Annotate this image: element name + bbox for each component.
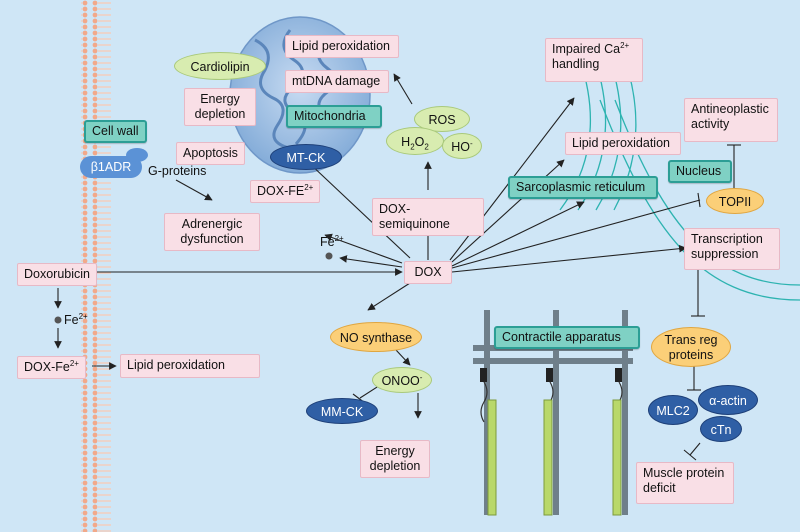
onoo-oval: ONOO-: [372, 367, 432, 393]
dox-fe-left-label: DOX-Fe: [24, 360, 70, 374]
mt-ck-label: MT-CK: [286, 151, 326, 165]
cardiolipin-label: Cardiolipin: [190, 60, 250, 74]
sarcoplasmic-reticulum-label: Sarcoplasmic reticulum: [516, 180, 646, 194]
antineoplastic-label-1: Antineoplastic: [691, 102, 769, 116]
dox-semiquinone-box: DOX-semiquinone: [372, 198, 484, 236]
fe-dot-left: [54, 316, 62, 324]
nucleus-box: Nucleus: [668, 160, 732, 183]
apoptosis-label: Apoptosis: [183, 146, 238, 160]
dox-semiquinone-label: DOX-semiquinone: [379, 202, 450, 231]
ho-oval: HO-: [442, 133, 482, 159]
contractile-apparatus-box: Contractile apparatus: [494, 326, 640, 349]
impaired-ca-label-1: Impaired Ca: [552, 42, 621, 56]
mm-ck-oval: MM-CK: [306, 398, 378, 424]
ctn-label: cTn: [710, 423, 732, 437]
cardiolipin-oval: Cardiolipin: [174, 52, 266, 80]
h2o2-sub1: 2: [410, 142, 415, 152]
onoo-label: ONOO: [381, 374, 420, 388]
ho-charge: -: [470, 138, 473, 148]
ctn-oval: cTn: [700, 416, 742, 442]
transcription-label-2: suppression: [691, 247, 759, 261]
ros-label: ROS: [428, 113, 456, 127]
h2o2-sub2: 2: [424, 142, 429, 152]
dox-fe-left-charge: 2+: [69, 358, 79, 368]
alpha-actin-oval: α-actin: [698, 385, 758, 415]
fe-left: Fe2+: [64, 311, 88, 328]
mlc2-label: MLC2: [656, 404, 690, 418]
energy-depletion-top-label-2: depletion: [194, 107, 246, 121]
dox-box: DOX: [404, 261, 452, 284]
lipid-peroxidation-bottom-label: Lipid peroxidation: [127, 358, 225, 372]
mlc2-oval: MLC2: [648, 395, 698, 425]
impaired-ca-box: Impaired Ca2+ handling: [545, 38, 643, 82]
beta1adr-label: β1ADR: [90, 160, 132, 174]
doxorubicin-box: Doxorubicin: [17, 263, 98, 286]
lipid-peroxidation-top-box: Lipid peroxidation: [285, 35, 399, 58]
h2o2-h: H: [401, 135, 411, 149]
mt-ck-oval: MT-CK: [270, 144, 342, 170]
nucleus-label: Nucleus: [676, 164, 722, 178]
cell-wall-box: Cell wall: [84, 120, 147, 143]
h2o2-oval: H2O2: [386, 127, 444, 155]
muscle-protein-label-1: Muscle protein: [643, 466, 725, 480]
onoo-charge: -: [419, 372, 423, 382]
lipid-peroxidation-right-label: Lipid peroxidation: [572, 136, 670, 150]
doxorubicin-label: Doxorubicin: [24, 267, 91, 281]
fe-left-charge: 2+: [78, 311, 88, 321]
trans-reg-label-2: proteins: [668, 348, 714, 362]
mtdna-damage-box: mtDNA damage: [285, 70, 389, 93]
dox-fe-mid-label: DOX-FE: [257, 184, 305, 198]
lipid-peroxidation-right-box: Lipid peroxidation: [565, 132, 681, 155]
fe-left-label: Fe: [64, 313, 79, 327]
mitochondria-box: Mitochondria: [286, 105, 382, 128]
mtdna-damage-label: mtDNA damage: [292, 74, 381, 88]
muscle-protein-label-2: deficit: [643, 481, 676, 495]
cell-wall-label: Cell wall: [92, 124, 139, 138]
impaired-ca-charge: 2+: [620, 40, 630, 50]
g-protein-shape: [126, 148, 148, 162]
fe-mid: Fe2+: [320, 233, 344, 250]
mm-ck-label: MM-CK: [320, 405, 364, 419]
alpha-actin-label: α-actin: [709, 394, 747, 408]
fe-mid-label: Fe: [320, 235, 335, 249]
apoptosis-box: Apoptosis: [176, 142, 245, 165]
h2o2-o: O: [414, 135, 425, 149]
contractile-apparatus-label: Contractile apparatus: [502, 330, 621, 344]
adrenergic-label-2: dysfunction: [180, 232, 244, 246]
energy-depletion-top-label-1: Energy: [200, 92, 240, 106]
topii-oval: TOPII: [706, 188, 764, 214]
antineoplastic-label-2: activity: [691, 117, 730, 131]
fe-mid-charge: 2+: [334, 233, 344, 243]
no-synthase-oval: NO synthase: [330, 322, 422, 352]
dox-fe-mid-box: DOX-FE2+: [250, 180, 321, 203]
mitochondria-label: Mitochondria: [294, 109, 366, 123]
lipid-peroxidation-top-label: Lipid peroxidation: [292, 39, 390, 53]
g-proteins: G-proteins: [148, 164, 206, 179]
fe-dot-mid: [325, 252, 333, 260]
topii-label: TOPII: [718, 195, 752, 209]
sarcoplasmic-reticulum-box: Sarcoplasmic reticulum: [508, 176, 658, 199]
beta1adr-receptor: β1ADR: [80, 156, 142, 178]
lipid-peroxidation-bottom-box: Lipid peroxidation: [120, 354, 260, 378]
dox-fe-mid-charge: 2+: [304, 182, 314, 192]
trans-reg-label-1: Trans reg: [664, 333, 718, 347]
transcription-label-1: Transcription: [691, 232, 763, 246]
energy-depletion-bottom-label-2: depletion: [369, 459, 421, 473]
dox-fe-left-box: DOX-Fe2+: [17, 356, 86, 379]
impaired-ca-label-2: handling: [552, 57, 600, 71]
ho-label: HO: [451, 140, 471, 154]
no-synthase-label: NO synthase: [339, 331, 413, 345]
dox-label: DOX: [414, 265, 442, 279]
g-proteins-label: G-proteins: [148, 164, 207, 178]
adrenergic-label-1: Adrenergic: [181, 217, 243, 231]
energy-depletion-bottom-label-1: Energy: [375, 444, 415, 458]
